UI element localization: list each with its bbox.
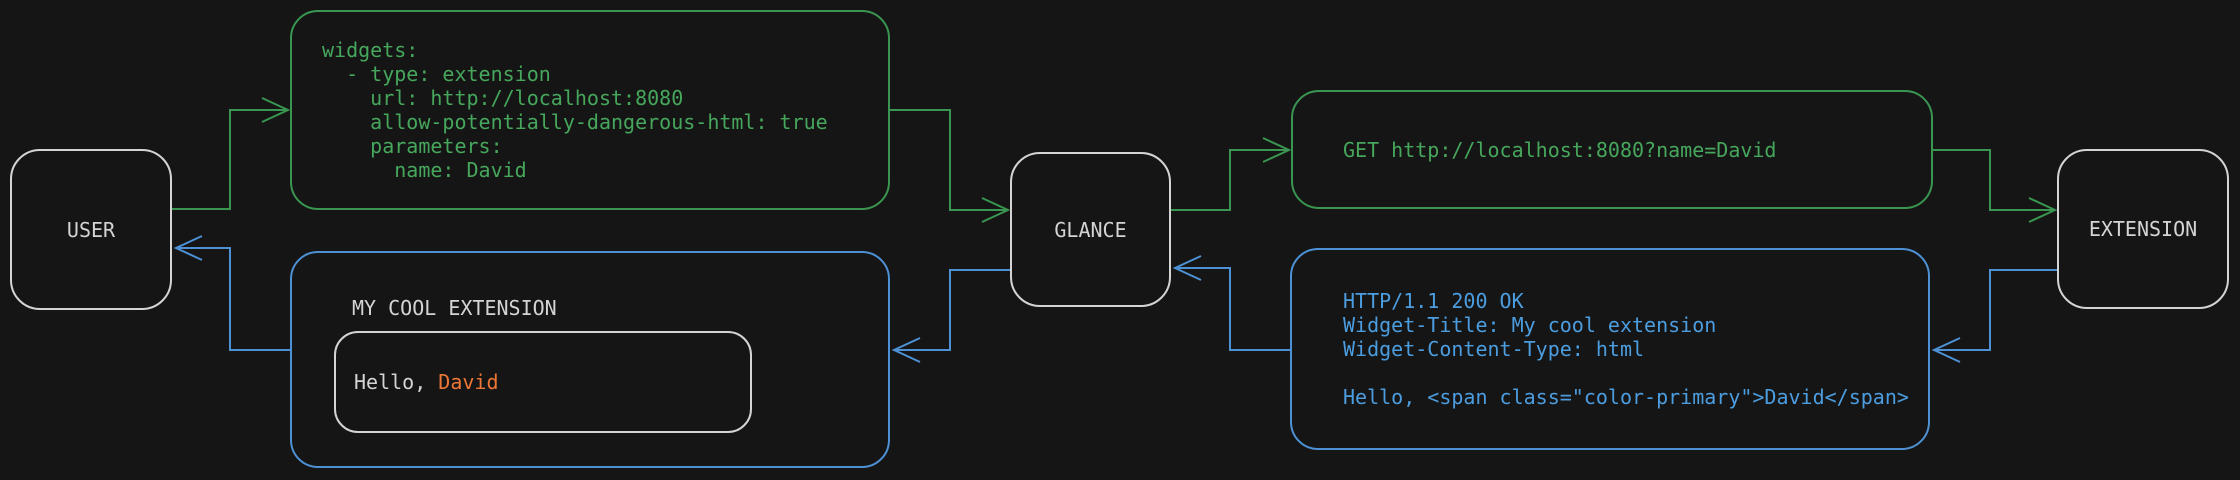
http-response-code: HTTP/1.1 200 OK Widget-Title: My cool ex…: [1343, 289, 1909, 409]
config-yaml-code: widgets: - type: extension url: http://l…: [322, 38, 828, 182]
extension-node: EXTENSION: [2057, 149, 2229, 309]
http-response-box: HTTP/1.1 200 OK Widget-Title: My cool ex…: [1290, 248, 1930, 450]
user-node-label: USER: [66, 217, 116, 242]
greeting-text: Hello, David: [336, 370, 499, 394]
arrow-request-to-extension: [1933, 149, 2058, 223]
arrow-glance-to-widget: [891, 269, 1010, 363]
extension-node-label: EXTENSION: [2088, 217, 2198, 241]
user-node: USER: [10, 149, 172, 310]
arrow-user-to-config: [172, 97, 291, 210]
http-request-text: GET http://localhost:8080?name=David: [1343, 137, 1777, 162]
greeting-prefix: Hello,: [354, 370, 439, 394]
arrow-response-to-glance: [1172, 255, 1290, 351]
glance-node: GLANCE: [1010, 152, 1171, 307]
arrow-glance-to-request: [1171, 137, 1292, 211]
config-yaml-box: widgets: - type: extension url: http://l…: [290, 10, 890, 210]
widget-greeting-card: Hello, David: [334, 331, 752, 433]
greeting-name: David: [438, 370, 499, 394]
http-request-box: GET http://localhost:8080?name=David: [1291, 90, 1933, 209]
rendered-widget-box: MY COOL EXTENSION Hello, David: [290, 251, 890, 468]
widget-title: MY COOL EXTENSION: [352, 296, 557, 320]
arrow-widget-to-user: [173, 235, 290, 351]
glance-node-label: GLANCE: [1054, 217, 1127, 242]
arrow-extension-to-response: [1931, 269, 2057, 363]
arrow-config-to-glance: [890, 109, 1011, 223]
